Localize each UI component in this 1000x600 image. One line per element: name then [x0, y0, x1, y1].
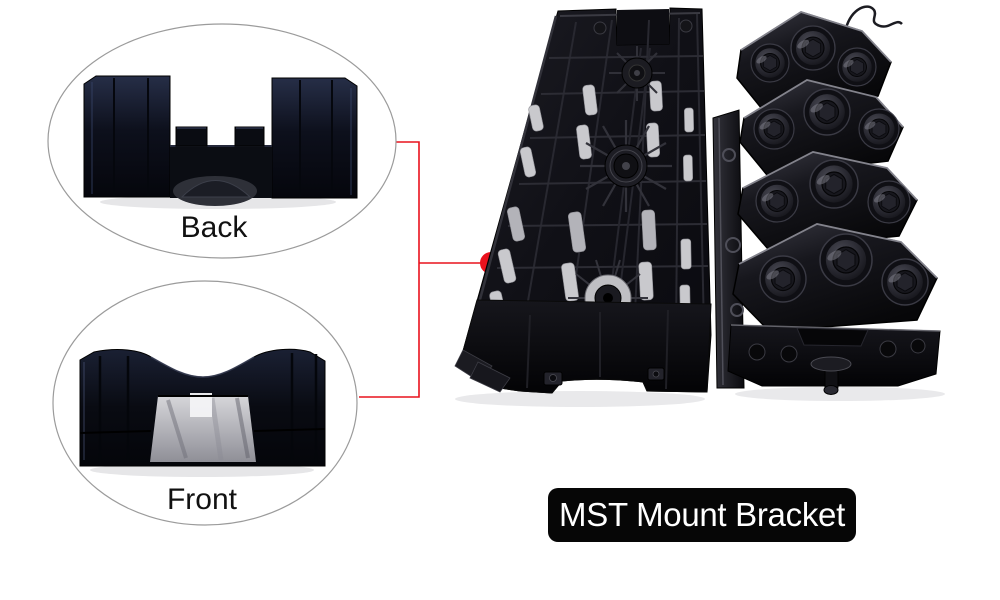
clamp-stack-photo — [712, 5, 941, 395]
base-bottom-bolt — [810, 356, 852, 395]
bracket-base-tray-photo — [454, 7, 712, 394]
back-view-photo — [83, 75, 358, 206]
callout-bracket-line — [359, 141, 420, 398]
front-label: Front — [166, 483, 238, 516]
front-view-photo — [79, 348, 326, 467]
wire-clip — [844, 5, 903, 29]
product-tag: MST Mount Bracket — [548, 488, 856, 542]
back-inset-ellipse — [47, 23, 397, 259]
tray-boss-top — [609, 46, 665, 101]
front-inset-ellipse — [52, 280, 358, 526]
product-tag-label: MST Mount Bracket — [559, 496, 845, 533]
back-label: Back — [180, 211, 248, 244]
tray-boss-middle — [580, 120, 672, 212]
